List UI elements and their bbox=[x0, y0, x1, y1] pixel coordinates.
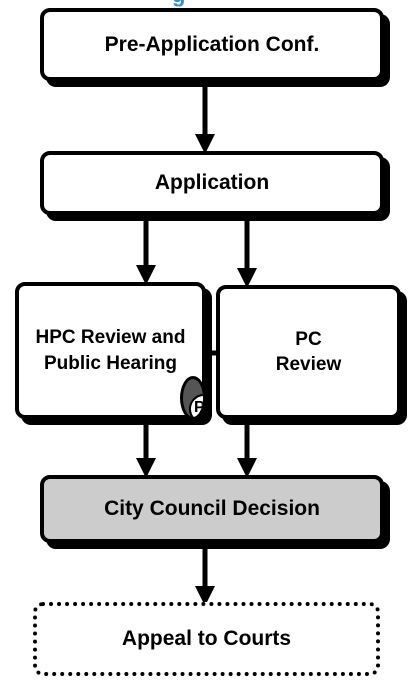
title-fragment: g bbox=[172, 0, 242, 8]
application-label: Application bbox=[154, 171, 270, 194]
appeal-node: Appeal to Courts bbox=[33, 602, 380, 676]
city-council-label: City Council Decision bbox=[104, 497, 320, 520]
pre-application-node: Pre-Application Conf. bbox=[40, 8, 384, 81]
city-council-decision-node: City Council Decision bbox=[40, 475, 384, 543]
pc-review-node: PC Review bbox=[216, 285, 401, 419]
appeal-label: Appeal to Courts bbox=[121, 627, 292, 650]
badge-letter: P bbox=[189, 394, 203, 417]
hpc-review-node: HPC Review and Public Hearing bbox=[15, 282, 206, 419]
hpc-review-label: HPC Review and Public Hearing bbox=[35, 327, 186, 374]
application-node: Application bbox=[40, 151, 384, 215]
pre-application-label: Pre-Application Conf. bbox=[104, 32, 320, 56]
pc-review-label: PC Review bbox=[275, 328, 342, 375]
public-hearing-badge: P bbox=[180, 376, 206, 420]
